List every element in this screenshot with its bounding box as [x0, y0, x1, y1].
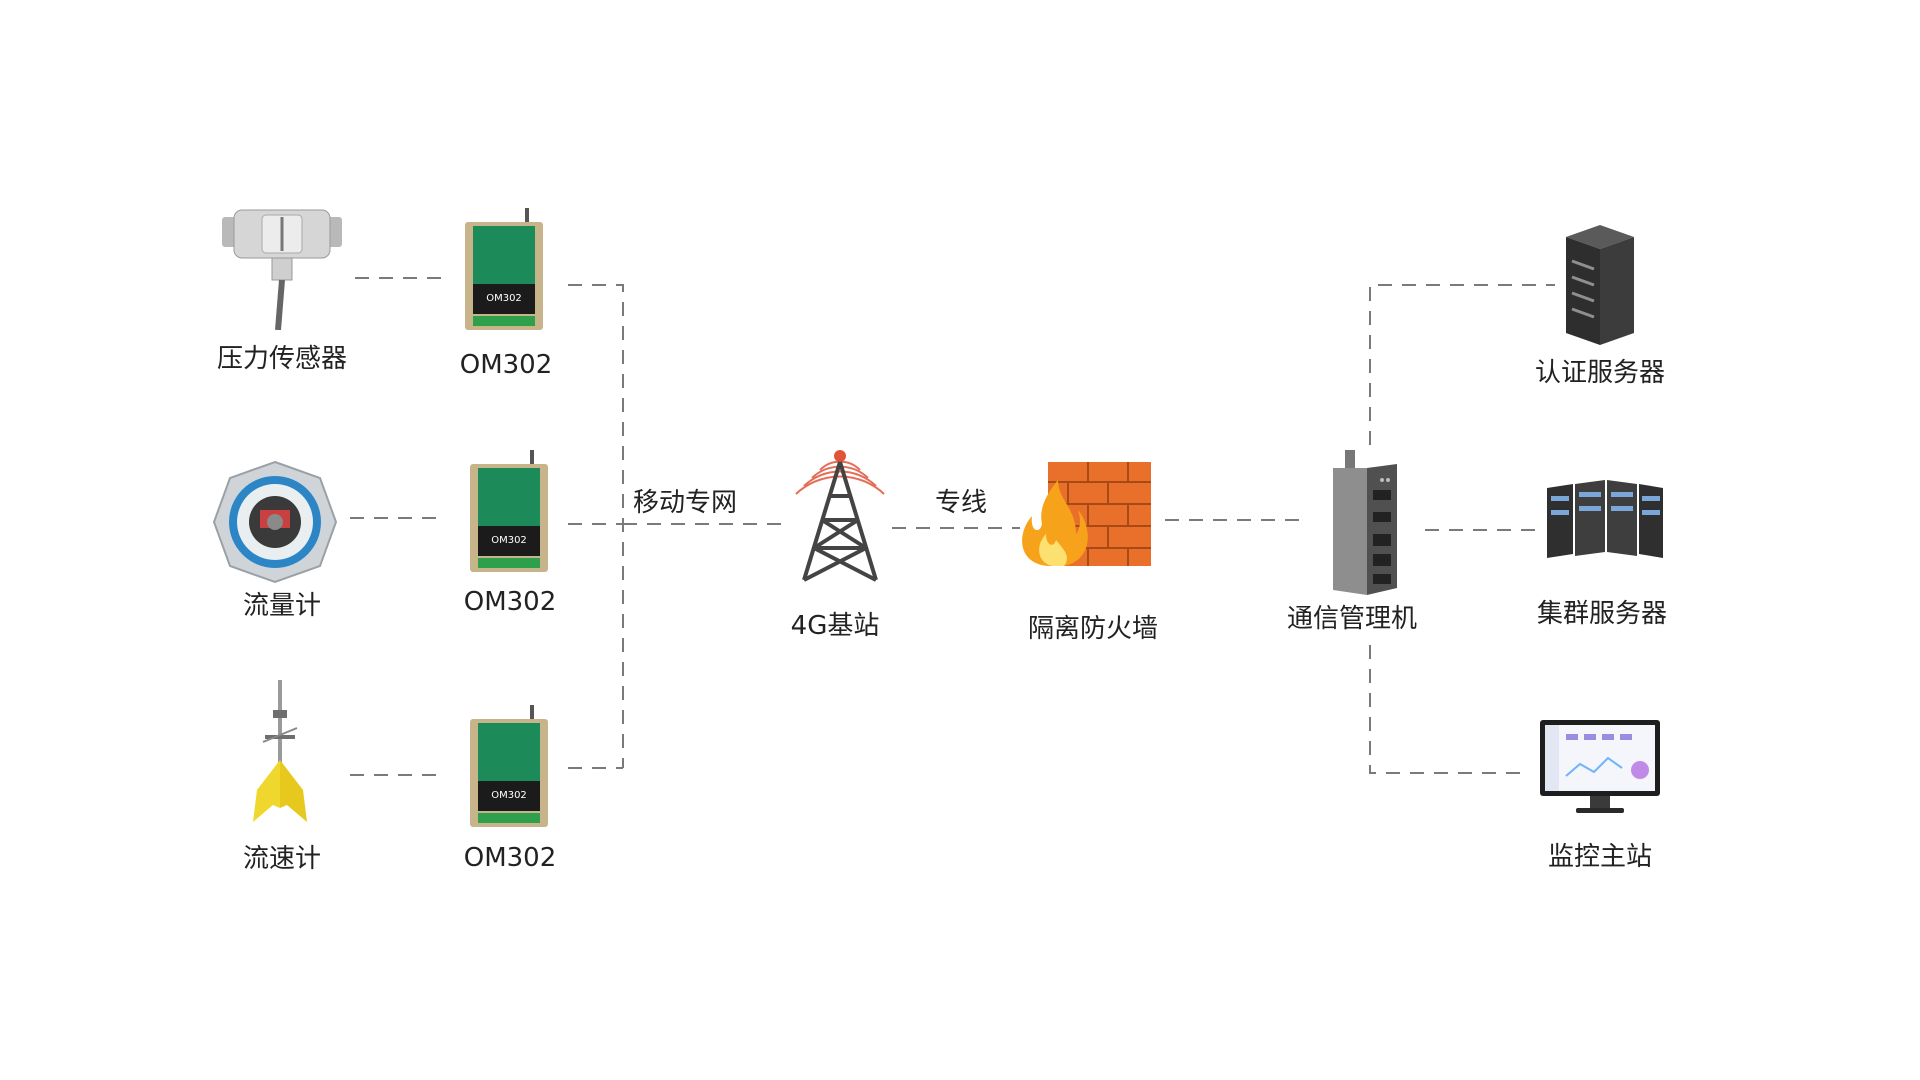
svg-text:OM302: OM302: [491, 535, 527, 546]
pressure-sensor-icon: [222, 205, 342, 330]
auth-server-icon: [1566, 225, 1634, 345]
link-comm-manager-auth: [1369, 284, 1555, 445]
flow-meter-icon: [210, 460, 340, 585]
auth-server-label: 认证服务器: [1534, 358, 1666, 388]
om302-router-3-icon: OM302: [468, 705, 550, 835]
pressure-sensor-label: 压力传感器: [216, 344, 348, 374]
om302-router-2-label: OM302: [463, 587, 557, 617]
link-comm-manager-monitor: [1369, 645, 1530, 774]
velocity-meter-label: 流速计: [242, 844, 322, 874]
base-station-tower-icon: [790, 408, 890, 583]
om302-router-2-icon: OM302: [468, 450, 550, 580]
om302-router-3-label: OM302: [463, 843, 557, 873]
comm-manager-label: 通信管理机: [1286, 604, 1418, 634]
cluster-server-icon: [1545, 480, 1665, 560]
firewall-icon: [1018, 460, 1153, 568]
om302-router-1-icon: OM302: [463, 208, 545, 338]
velocity-meter-icon: [245, 680, 315, 830]
comm-manager-icon: [1325, 450, 1405, 595]
firewall-label: 隔离防火墙: [1027, 614, 1159, 644]
svg-text:OM302: OM302: [491, 790, 527, 801]
om302-router-1-label: OM302: [459, 350, 553, 380]
svg-text:OM302: OM302: [486, 293, 522, 304]
link-om302-1-bus: [568, 284, 624, 768]
dedicated-line-label: 专线: [935, 488, 988, 518]
base-station-label: 4G基站: [790, 611, 880, 641]
monitor-station-label: 监控主站: [1547, 842, 1653, 872]
mobile-private-network-label: 移动专网: [633, 488, 738, 518]
monitor-station-icon: [1540, 718, 1660, 818]
cluster-server-label: 集群服务器: [1536, 599, 1668, 629]
flow-meter-label: 流量计: [242, 591, 322, 621]
